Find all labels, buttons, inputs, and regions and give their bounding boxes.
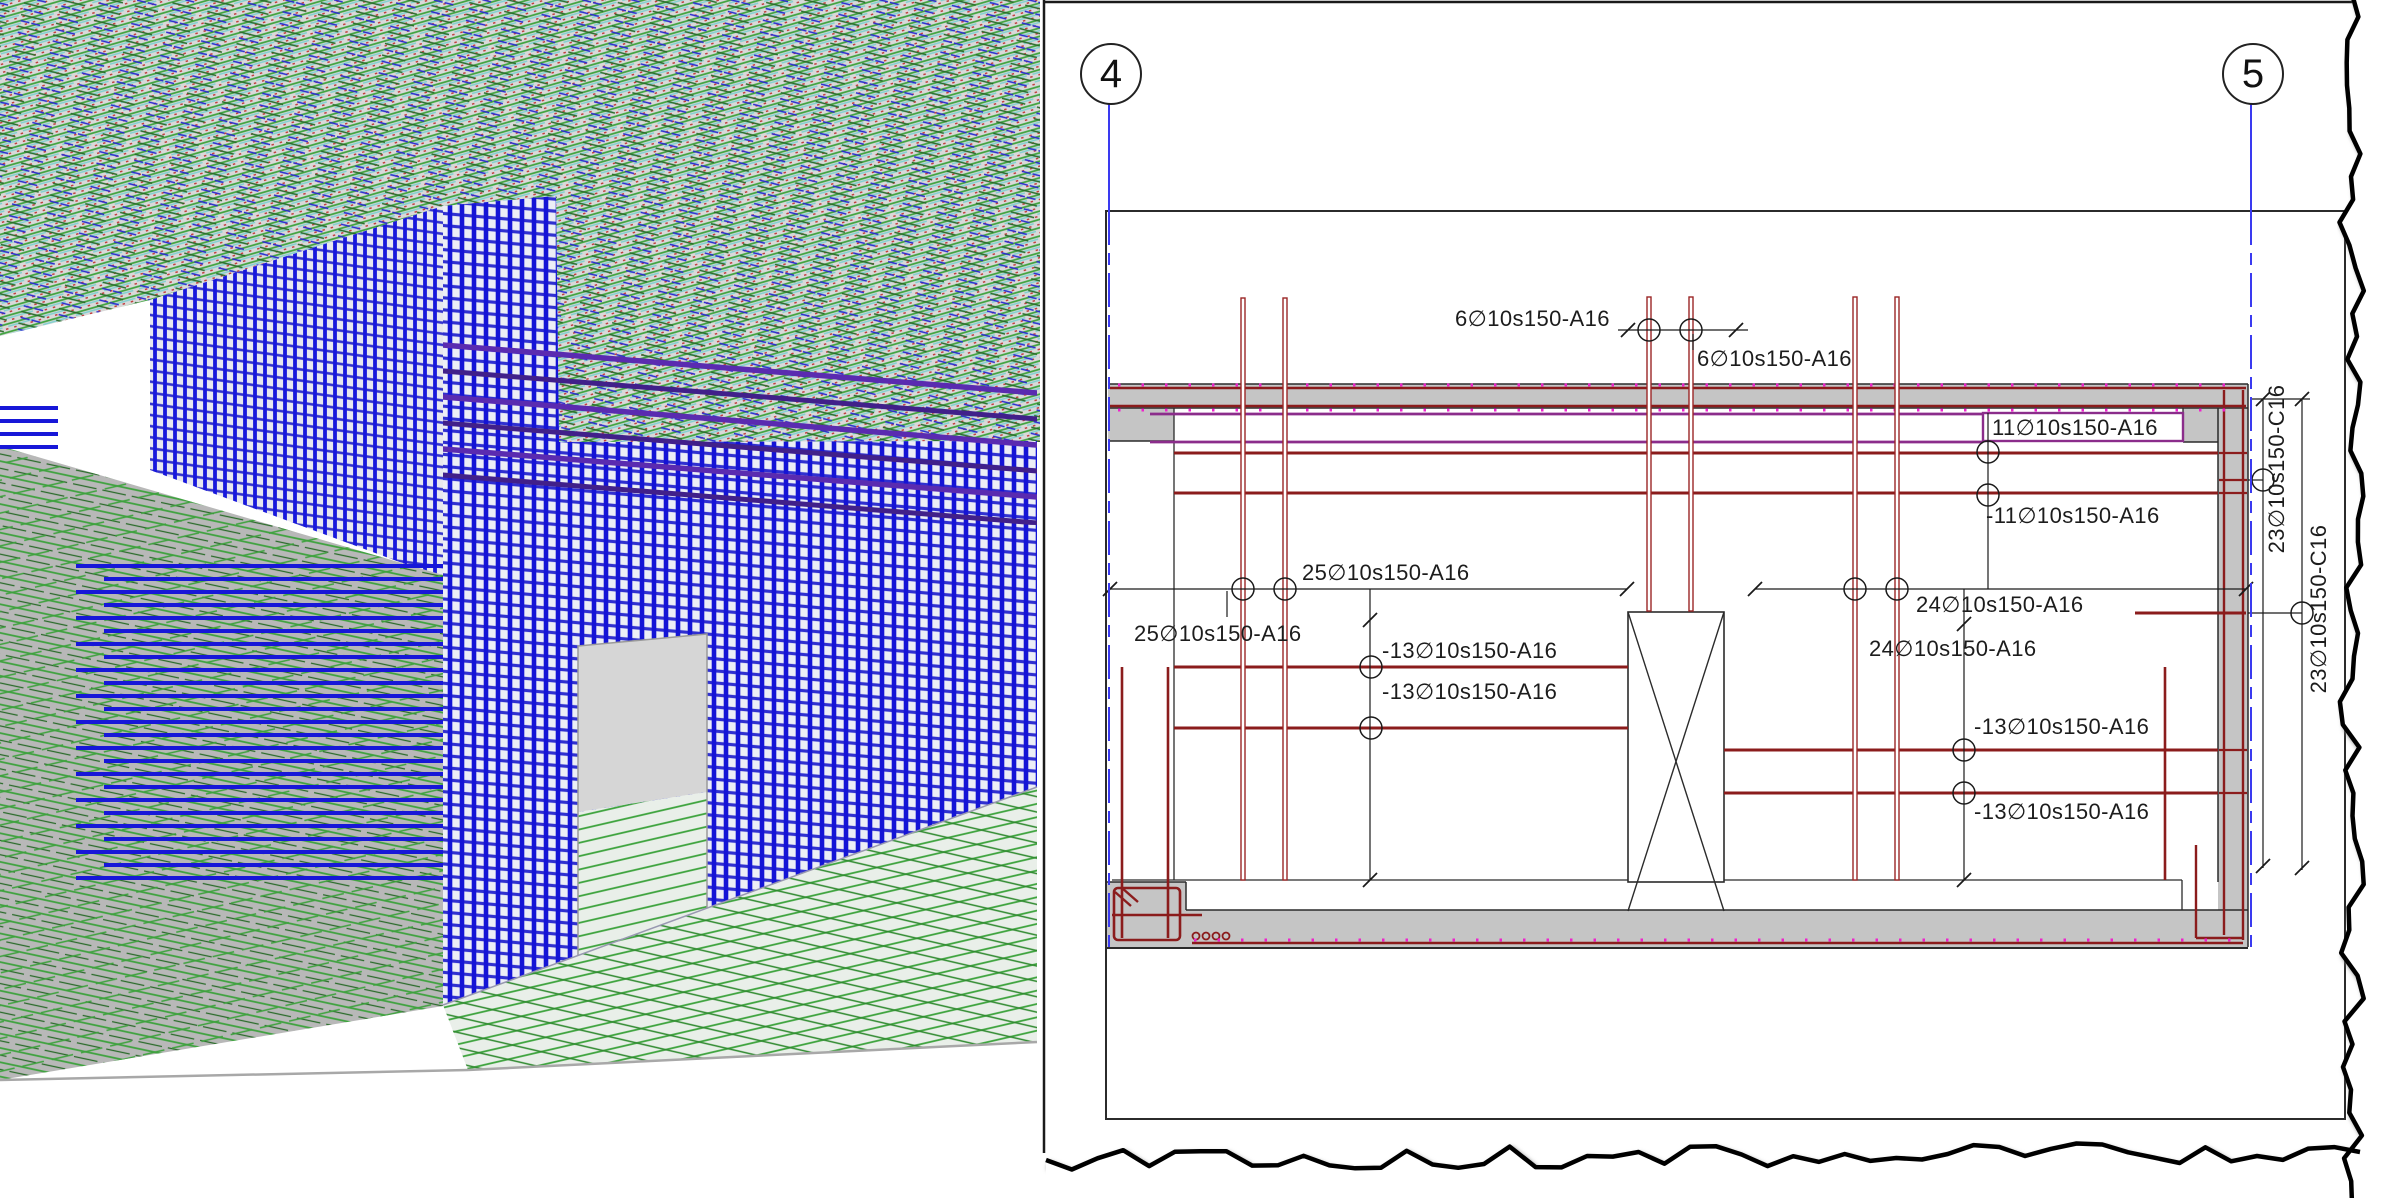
rebar-label: 25∅10s150-A16 (1134, 621, 1302, 646)
rebar-label: 24∅10s150-A16 (1869, 636, 2037, 661)
rebar-label: -13∅10s150-A16 (1974, 714, 2150, 739)
rebar-label-vertical: 23∅10s150-C16 (2264, 384, 2289, 554)
grid-bubble-5: 5 (2222, 43, 2284, 105)
rebar-label: 11∅10s150-A16 (1992, 415, 2158, 440)
opening-symbol (1627, 611, 1725, 912)
receding-wall (150, 206, 443, 578)
dimension-lines (1110, 329, 2310, 880)
torn-edges (1045, 0, 2400, 1198)
grid-bubble-4-label: 4 (1099, 51, 1123, 96)
protruding-bars (0, 406, 447, 880)
rebar-label: -13∅10s150-A16 (1382, 679, 1558, 704)
section-drawing (1042, 0, 2352, 1153)
purple-bars (443, 342, 1037, 525)
rebar-label: 6∅10s150-A16 (1455, 306, 1610, 331)
rebar-label: -13∅10s150-A16 (1382, 638, 1558, 663)
rebar-label: 24∅10s150-A16 (1916, 592, 2084, 617)
purple-distribution-bars (1150, 411, 2185, 444)
3d-view-viewport[interactable] (0, 0, 1040, 1198)
torn-edge-right (2337, 0, 2367, 1198)
grid-bubble-4: 4 (1080, 43, 1142, 105)
dimension-ticks (1102, 322, 2310, 888)
red-rebar (1110, 386, 2247, 945)
structure-outlines (1105, 210, 2346, 1120)
rebar-label: 6∅10s150-A16 (1697, 346, 1852, 371)
drawing-viewport[interactable] (1046, 0, 2346, 1150)
rebar-label-vertical: 23∅10s150-C16 (2306, 524, 2331, 694)
rebar-label: 25∅10s150-A16 (1302, 560, 1470, 585)
rebar-label: -11∅10s150-A16 (1986, 503, 2160, 528)
grid-bubble-5-label: 5 (2241, 51, 2265, 96)
grid-lines (1108, 100, 2252, 947)
purple-tag-box (1981, 411, 2185, 443)
torn-edge-bottom (1045, 1141, 2361, 1172)
torn-edge-fill-bottom (1046, 1143, 2360, 1198)
rebar-label: -13∅10s150-A16 (1974, 799, 2150, 824)
3d-rebar-view (0, 0, 1040, 1082)
floor-mesh (0, 786, 1038, 1082)
